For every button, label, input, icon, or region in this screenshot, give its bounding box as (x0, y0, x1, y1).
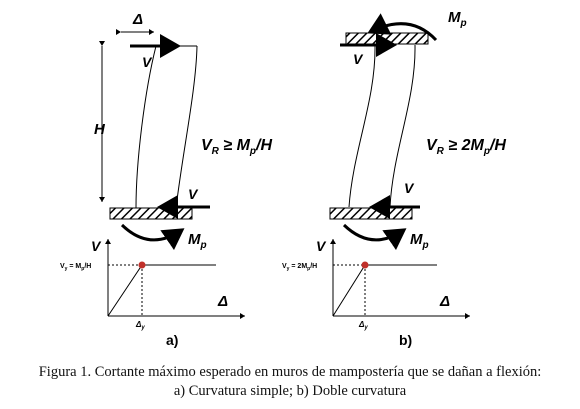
base-hatch-b (329, 207, 413, 220)
equation-a: VR ≥ Mp/H (201, 137, 272, 157)
v-top-label-a: V (142, 54, 153, 70)
figure-caption-line2: a) Curvatura simple; b) Doble curvatura (173, 383, 407, 399)
panel-b: Mp V VR ≥ 2Mp/H V Mp V Δ Vy = 2Mp/H (282, 9, 506, 348)
moment-arrow-a (120, 223, 185, 251)
graph-x-label-b: Δ (439, 293, 450, 310)
graph-x-label-a: Δ (217, 293, 228, 310)
panel-a-label: a) (166, 332, 178, 348)
vy-label-a: Vy = Mp/H (60, 263, 91, 272)
v-bottom-label-a: V (188, 186, 199, 202)
equation-b: VR ≥ 2Mp/H (426, 137, 506, 157)
base-hatch-a (109, 207, 193, 220)
top-hatch-b (345, 32, 429, 45)
mp-label-b: Mp (410, 231, 429, 251)
graph-y-label-b: V (316, 238, 327, 254)
graph-curve-b (332, 264, 437, 317)
yield-point-b (361, 261, 369, 269)
vy-label-b: Vy = 2Mp/H (282, 263, 317, 272)
mp-label-a: Mp (188, 231, 207, 251)
yield-point-a (138, 261, 146, 269)
figure-caption-line1: Figura 1. Cortante máximo esperado en mu… (38, 364, 542, 380)
v-bottom-label-b: V (404, 180, 415, 196)
dy-label-b: Δy (358, 320, 368, 331)
moment-arrow-top-b (367, 13, 438, 42)
delta-top-label-a: Δ (132, 11, 143, 28)
graph-y-label-a: V (91, 238, 102, 254)
panel-a: Δ V H VR ≥ Mp/H V Mp V Δ Vy = Mp/H (60, 11, 272, 348)
panel-b-label: b) (399, 332, 412, 348)
v-top-label-b: V (353, 51, 364, 67)
wall-b-right-edge (389, 44, 416, 208)
h-label-a: H (94, 121, 106, 138)
wall-b-left-edge (348, 44, 376, 208)
dy-label-a: Δy (135, 320, 145, 331)
wall-a-left-edge (135, 45, 157, 209)
mp-top-label-b: Mp (448, 9, 467, 29)
graph-curve-a (107, 264, 216, 317)
moment-arrow-b (342, 223, 407, 251)
wall-a-right-edge (175, 45, 198, 209)
